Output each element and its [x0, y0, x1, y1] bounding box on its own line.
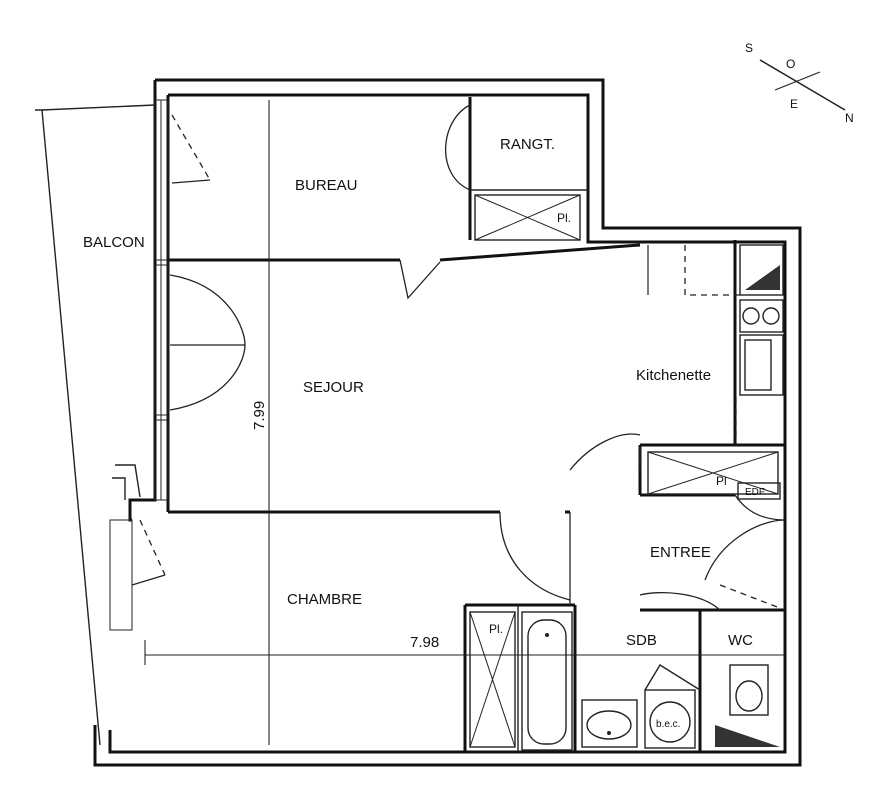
room-label-sdb: SDB [626, 632, 657, 649]
compass-letter: E [790, 97, 798, 111]
placard-chambre [469, 611, 516, 748]
fridge [739, 244, 784, 296]
compass-letter: S [745, 41, 753, 55]
outer-walls [93, 78, 802, 767]
room-label-balcon: BALCON [83, 234, 145, 251]
doors [131, 104, 786, 611]
water-heater [644, 689, 696, 749]
compass-letter: O [786, 57, 795, 71]
compass-letter: N [845, 111, 854, 125]
dimension-lines [144, 100, 785, 745]
room-label-chambre: CHAMBRE [287, 591, 362, 608]
balcony-outline [35, 104, 156, 746]
placard-rangt [474, 194, 581, 241]
room-label-entree: ENTREE [650, 544, 711, 561]
fixtures [469, 194, 784, 751]
wc-duct [715, 725, 780, 747]
washbasin [581, 699, 638, 748]
room-label-sejour: SEJOUR [303, 379, 364, 396]
edf-panel [737, 482, 781, 500]
placard-label: Pl [716, 474, 727, 488]
dimension-horizontal: 7.98 [410, 634, 439, 651]
cooktop [739, 299, 784, 333]
placard-label: Pl. [489, 622, 503, 636]
room-label-kitchenette: Kitchenette [636, 367, 711, 384]
windows [109, 99, 169, 631]
edf-label: EDF [745, 487, 765, 498]
compass: S N O E [745, 41, 854, 125]
interior-walls [168, 97, 785, 752]
kitchen-sink [739, 334, 784, 396]
placard-kitchen [647, 451, 779, 495]
placard-label: Pl. [557, 211, 571, 225]
bathtub [521, 611, 573, 751]
room-label-rangt: RANGT. [500, 136, 555, 153]
bec-label: b.e.c. [656, 719, 680, 730]
room-label-wc: WC [728, 632, 753, 649]
room-labels: BALCON BUREAU RANGT. SEJOUR Kitchenette … [83, 136, 765, 730]
room-label-bureau: BUREAU [295, 177, 358, 194]
dimension-vertical: 7.99 [251, 401, 268, 430]
wc-toilet [729, 664, 769, 716]
